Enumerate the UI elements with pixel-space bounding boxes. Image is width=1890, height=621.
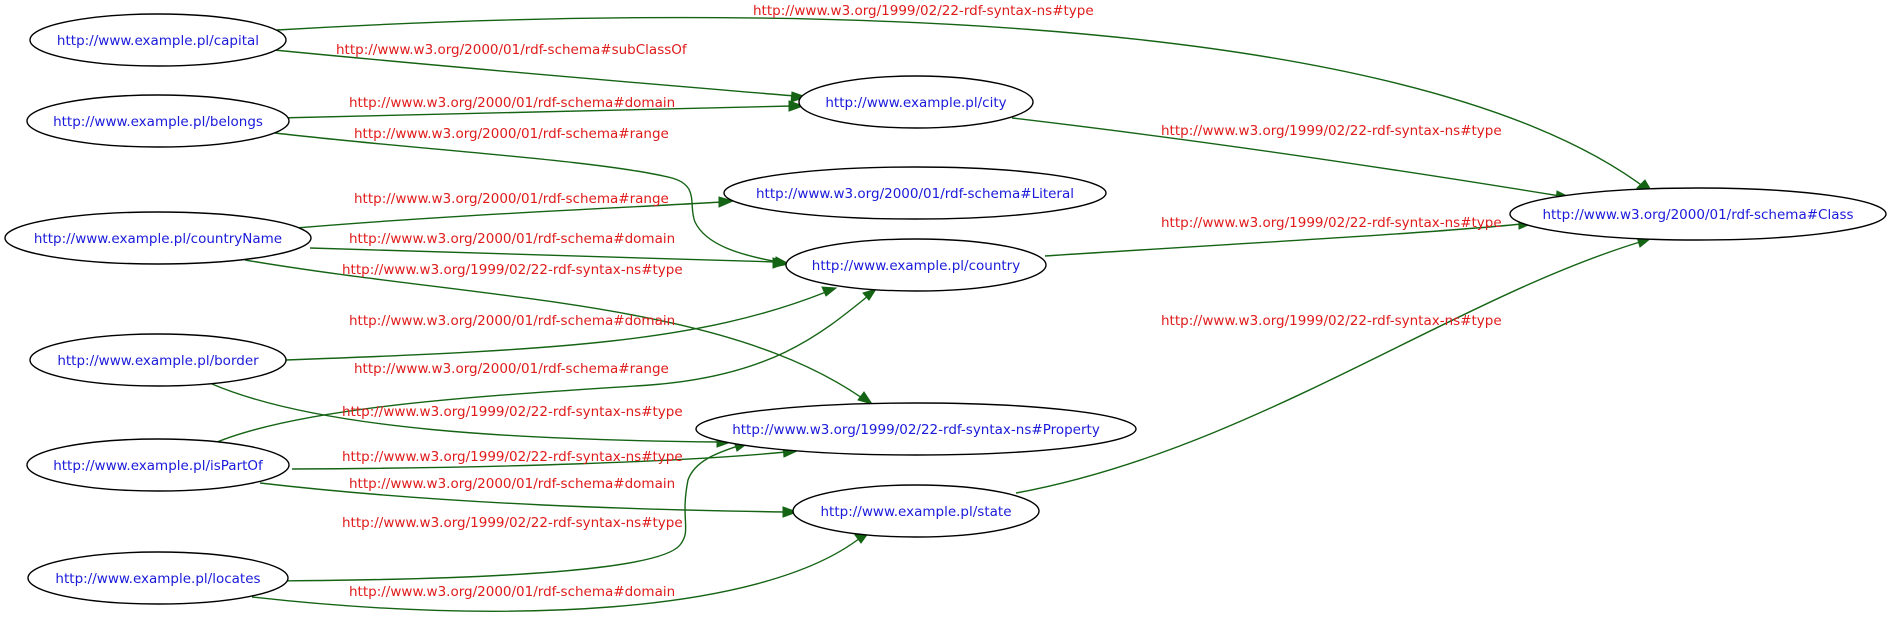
node-label: http://www.example.pl/isPartOf bbox=[53, 458, 264, 474]
edge-line bbox=[244, 259, 863, 399]
edge-label-countryname-literal: http://www.w3.org/2000/01/rdf-schema#ran… bbox=[354, 191, 669, 207]
edge-arrowhead bbox=[718, 196, 735, 208]
edge-arrowhead bbox=[857, 391, 874, 405]
edge-label-capital-city: http://www.w3.org/2000/01/rdf-schema#sub… bbox=[336, 42, 688, 58]
node-locates[interactable]: http://www.example.pl/locates bbox=[27, 551, 289, 605]
edge-line bbox=[1044, 223, 1523, 257]
edge-label-border-country: http://www.w3.org/2000/01/rdf-schema#dom… bbox=[349, 313, 675, 329]
edge-label-country-class: http://www.w3.org/1999/02/22-rdf-syntax-… bbox=[1161, 215, 1502, 231]
edge-label-belongs-city: http://www.w3.org/2000/01/rdf-schema#dom… bbox=[349, 95, 675, 111]
edge-line bbox=[251, 537, 861, 612]
node-label: http://www.w3.org/2000/01/rdf-schema#Lit… bbox=[756, 186, 1074, 202]
node-ellipse bbox=[695, 402, 1137, 456]
node-label: http://www.example.pl/capital bbox=[57, 33, 259, 49]
node-label: http://www.example.pl/border bbox=[57, 353, 259, 369]
edge-label-ispartof-country: http://www.w3.org/2000/01/rdf-schema#ran… bbox=[354, 361, 669, 377]
node-ispartof[interactable]: http://www.example.pl/isPartOf bbox=[26, 438, 290, 492]
node-ellipse bbox=[26, 94, 290, 148]
node-city[interactable]: http://www.example.pl/city bbox=[798, 75, 1034, 129]
node-class[interactable]: http://www.w3.org/2000/01/rdf-schema#Cla… bbox=[1509, 187, 1887, 241]
edge-line bbox=[273, 49, 796, 97]
node-ellipse bbox=[4, 211, 312, 265]
edge-label-city-class: http://www.w3.org/1999/02/22-rdf-syntax-… bbox=[1161, 123, 1502, 139]
node-border[interactable]: http://www.example.pl/border bbox=[29, 333, 287, 387]
edge-line bbox=[276, 16, 1649, 191]
edge-arrowhead bbox=[790, 91, 808, 103]
node-capital[interactable]: http://www.example.pl/capital bbox=[29, 13, 287, 67]
node-label: http://www.example.pl/state bbox=[821, 504, 1012, 520]
node-label: http://www.example.pl/country bbox=[812, 258, 1020, 274]
node-ellipse bbox=[785, 238, 1047, 292]
edge-line bbox=[274, 132, 779, 263]
node-label: http://www.example.pl/countryName bbox=[34, 231, 282, 247]
edge-label-ispartof-state: http://www.w3.org/2000/01/rdf-schema#dom… bbox=[349, 476, 675, 492]
edge-line bbox=[211, 383, 721, 443]
node-property[interactable]: http://www.w3.org/1999/02/22-rdf-syntax-… bbox=[695, 402, 1137, 456]
edge-arrowhead bbox=[772, 257, 789, 269]
edge-label-border-property: http://www.w3.org/1999/02/22-rdf-syntax-… bbox=[342, 404, 683, 420]
edge-label-belongs-country: http://www.w3.org/2000/01/rdf-schema#ran… bbox=[354, 126, 669, 142]
edge-labels: http://www.w3.org/1999/02/22-rdf-syntax-… bbox=[336, 3, 1502, 600]
node-ellipse bbox=[1509, 187, 1887, 241]
edge-line bbox=[259, 482, 787, 513]
node-label: http://www.w3.org/1999/02/22-rdf-syntax-… bbox=[732, 422, 1100, 438]
edge-label-locates-state: http://www.w3.org/2000/01/rdf-schema#dom… bbox=[349, 584, 675, 600]
node-ellipse bbox=[29, 333, 287, 387]
edge-label-capital-class: http://www.w3.org/1999/02/22-rdf-syntax-… bbox=[753, 3, 1094, 19]
edge-line bbox=[1011, 117, 1561, 197]
node-label: http://www.example.pl/locates bbox=[55, 571, 260, 587]
node-state[interactable]: http://www.example.pl/state bbox=[792, 484, 1040, 538]
edge-line bbox=[291, 451, 787, 470]
node-label: http://www.example.pl/city bbox=[825, 95, 1006, 111]
node-ellipse bbox=[26, 438, 290, 492]
edge-line bbox=[277, 105, 793, 119]
node-country[interactable]: http://www.example.pl/country bbox=[785, 238, 1047, 292]
edge-line bbox=[256, 445, 739, 582]
node-ellipse bbox=[723, 166, 1107, 220]
node-label: http://www.w3.org/2000/01/rdf-schema#Cla… bbox=[1542, 207, 1853, 223]
edge-label-countryname-country: http://www.w3.org/2000/01/rdf-schema#dom… bbox=[349, 231, 675, 247]
node-literal[interactable]: http://www.w3.org/2000/01/rdf-schema#Lit… bbox=[723, 166, 1107, 220]
edge-line bbox=[1015, 241, 1641, 494]
node-ellipse bbox=[27, 551, 289, 605]
nodes: http://www.example.pl/capital http://www… bbox=[4, 13, 1887, 605]
edge-arrowhead bbox=[788, 100, 805, 112]
edges bbox=[209, 16, 1654, 612]
edge-label-countryname-property: http://www.w3.org/1999/02/22-rdf-syntax-… bbox=[342, 262, 683, 278]
node-ellipse bbox=[792, 484, 1040, 538]
edge-line bbox=[309, 247, 777, 263]
edge-label-locates-property: http://www.w3.org/1999/02/22-rdf-syntax-… bbox=[342, 515, 683, 531]
node-belongs[interactable]: http://www.example.pl/belongs bbox=[26, 94, 290, 148]
edge-label-state-class: http://www.w3.org/1999/02/22-rdf-syntax-… bbox=[1161, 313, 1502, 329]
node-countryname[interactable]: http://www.example.pl/countryName bbox=[4, 211, 312, 265]
edge-arrowhead bbox=[821, 286, 838, 297]
edge-line bbox=[285, 291, 827, 361]
node-ellipse bbox=[29, 13, 287, 67]
edge-label-ispartof-property: http://www.w3.org/1999/02/22-rdf-syntax-… bbox=[342, 449, 683, 465]
node-ellipse bbox=[798, 75, 1034, 129]
edge-line bbox=[295, 201, 723, 229]
edge-arrowhead bbox=[782, 506, 799, 518]
edge-arrowhead bbox=[862, 288, 878, 301]
edge-line bbox=[209, 295, 869, 446]
node-label: http://www.example.pl/belongs bbox=[53, 114, 263, 130]
